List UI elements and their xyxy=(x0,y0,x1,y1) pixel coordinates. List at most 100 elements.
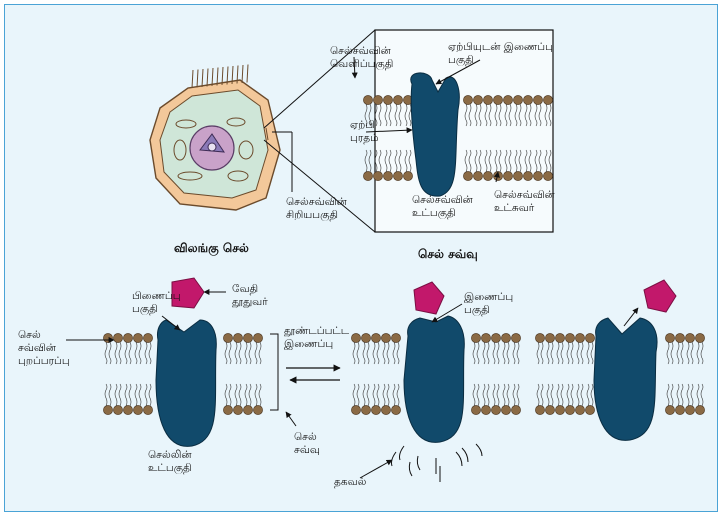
label-binding-part: பிணைப்புபகுதி xyxy=(132,290,181,317)
lipid-tail xyxy=(670,341,674,365)
cilium xyxy=(201,68,204,88)
lipid-tail xyxy=(538,149,542,173)
lipid-tail xyxy=(586,383,590,407)
label-receptor-protein: ஏற்பிபுரதம் xyxy=(350,119,379,144)
lipid-head xyxy=(575,405,585,415)
lipid-tail xyxy=(524,149,528,173)
lipid-tail xyxy=(238,383,242,407)
lipid-tail xyxy=(494,103,498,127)
lipid-tail xyxy=(590,341,594,365)
lipid-tail xyxy=(580,383,584,407)
lipid-tail xyxy=(502,383,506,407)
receptor-protein-2 xyxy=(403,315,465,443)
lipid-tail xyxy=(540,341,544,365)
lipid-tail xyxy=(114,383,118,407)
lipid-tail xyxy=(690,341,694,365)
lipid-head xyxy=(361,333,371,343)
lipid-head xyxy=(483,95,493,105)
lipid-head xyxy=(695,405,705,415)
lipid-head xyxy=(361,405,371,415)
label-line: வேதி xyxy=(232,283,259,295)
lipid-tail xyxy=(496,341,500,365)
lipid-tail xyxy=(368,149,372,173)
lipid-head xyxy=(143,333,153,343)
label-line: சிறியபகுதி xyxy=(286,209,338,223)
lipid-head xyxy=(501,405,511,415)
label-line: உட்பகுதி xyxy=(148,462,192,476)
lipid-tail xyxy=(686,383,690,407)
lipid-tail xyxy=(228,383,232,407)
lipid-head xyxy=(481,333,491,343)
lipid-tail xyxy=(544,103,548,127)
lipid-tail xyxy=(478,149,482,173)
lipid-tail xyxy=(474,103,478,127)
lipid-head xyxy=(545,333,555,343)
lipid-tail xyxy=(508,149,512,173)
lipid-tail xyxy=(364,149,368,173)
lipid-tail xyxy=(392,383,396,407)
lipid-tail xyxy=(492,341,496,365)
label-line: செல்சவ்வின் xyxy=(286,196,348,208)
lipid-head xyxy=(103,405,113,415)
lipid-tail xyxy=(514,103,518,127)
lipid-head xyxy=(565,405,575,415)
animal-cell xyxy=(149,64,281,211)
lipid-tail xyxy=(546,341,550,365)
lipid-tail xyxy=(128,383,132,407)
lipid-tail xyxy=(504,149,508,173)
lipid-tail xyxy=(512,341,516,365)
chemical-messenger-2 xyxy=(413,281,445,315)
lipid-head xyxy=(463,171,473,181)
label-binding-site-2: இணைப்புபகுதி xyxy=(464,291,513,318)
label-cell-surface: செல்சவ்வின்புறப்பரப்பு xyxy=(18,329,70,367)
lipid-head xyxy=(363,171,373,181)
lipid-tail xyxy=(506,341,510,365)
cilium xyxy=(246,64,249,83)
lipid-tail xyxy=(556,341,560,365)
receptor-protein-top xyxy=(410,72,460,197)
lipid-tail xyxy=(498,103,502,127)
lipid-tail xyxy=(472,341,476,365)
label-line: சவ்வு xyxy=(294,444,320,456)
label-chemical-messenger: வேதிதூதுவர் xyxy=(232,283,268,308)
label-membrane-inner: செல்சவ்வின்உட்பகுதி xyxy=(412,194,474,221)
label-line: ஏற்பியுடன் இணைப்பு xyxy=(448,41,553,53)
lipid-tail xyxy=(134,341,138,365)
lipid-tail xyxy=(376,383,380,407)
lipid-tail xyxy=(488,149,492,173)
lipid-tail xyxy=(234,341,238,365)
lipid-tail xyxy=(352,341,356,365)
lipid-tail xyxy=(464,149,468,173)
lipid-tail xyxy=(556,383,560,407)
lipid-head xyxy=(503,171,513,181)
lipid-tail xyxy=(108,341,112,365)
lipid-tail xyxy=(524,103,528,127)
lipid-head xyxy=(543,95,553,105)
lipid-tail xyxy=(404,103,408,127)
cilium xyxy=(241,64,244,84)
cilium xyxy=(206,68,209,87)
lipid-head xyxy=(493,95,503,105)
lipid-tail xyxy=(666,341,670,365)
lipid-tail xyxy=(676,341,680,365)
lipid-tail xyxy=(512,383,516,407)
lipid-tail xyxy=(504,103,508,127)
lipid-tail xyxy=(248,383,252,407)
lipid-head xyxy=(523,95,533,105)
lipid-head xyxy=(351,405,361,415)
label-line: உட்சுவர் xyxy=(494,202,535,214)
label-line: புரதம் xyxy=(350,132,379,144)
cilium xyxy=(191,69,194,89)
lipid-head xyxy=(103,333,113,343)
lipid-tail xyxy=(388,149,392,173)
lipid-head xyxy=(675,333,685,343)
lipid-tail xyxy=(394,103,398,127)
lipid-tail xyxy=(374,149,378,173)
lipid-head xyxy=(113,333,123,343)
lipid-tail xyxy=(476,341,480,365)
label-line: பிணைப்பு xyxy=(132,290,181,302)
lipid-head xyxy=(491,333,501,343)
lipid-tail xyxy=(696,383,700,407)
lipid-head xyxy=(585,405,595,415)
